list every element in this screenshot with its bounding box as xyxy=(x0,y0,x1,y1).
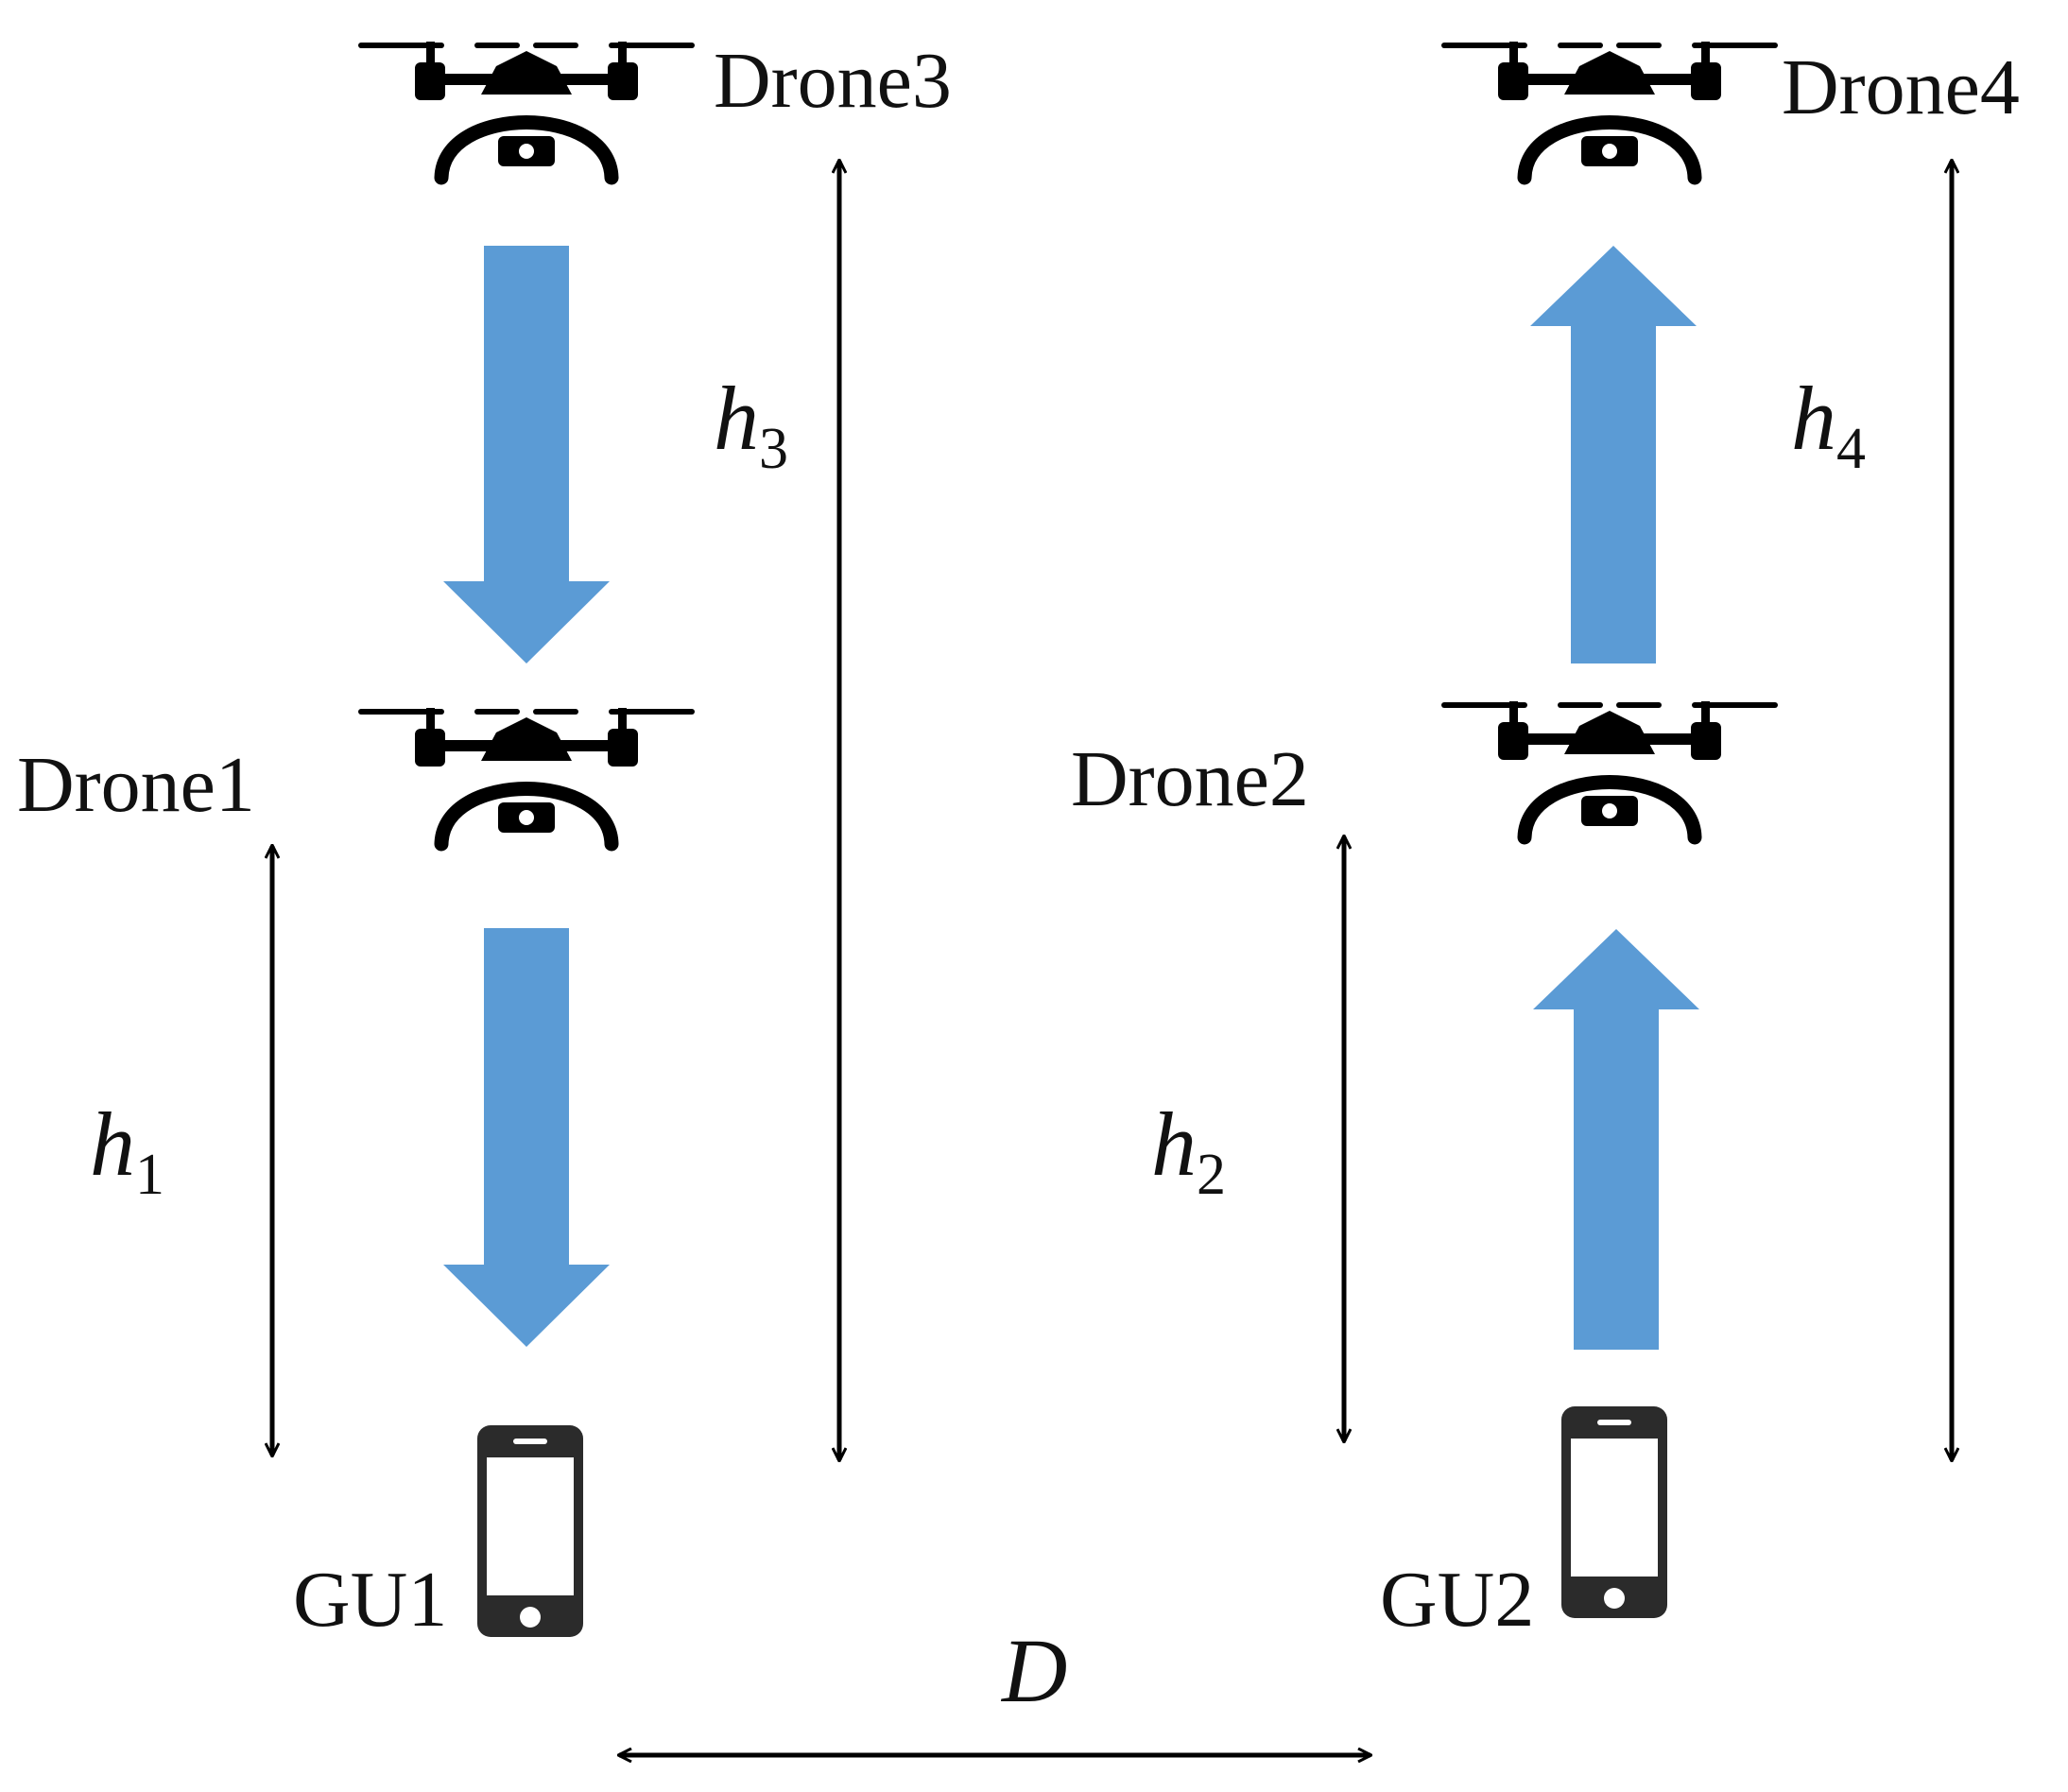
height-label-h1: h1 xyxy=(90,1094,164,1207)
height-label-h2: h2 xyxy=(1151,1094,1226,1207)
distance-label-d: D xyxy=(1000,1620,1067,1721)
flow-arrow-drone1-to-gu1 xyxy=(443,928,610,1347)
drone-icon xyxy=(1444,42,1775,178)
gu2-label: GU2 xyxy=(1380,1556,1534,1644)
drone3-label: Drone3 xyxy=(714,37,952,125)
flow-arrow-drone2-to-drone4 xyxy=(1530,246,1697,663)
flow-arrow-gu2-to-drone2 xyxy=(1533,929,1699,1350)
drone-icon xyxy=(1444,701,1775,837)
flow-arrow-drone3-to-drone1 xyxy=(443,246,610,663)
smartphone-icon xyxy=(477,1425,583,1637)
drone1-label: Drone1 xyxy=(17,741,255,829)
smartphone-icon xyxy=(1561,1406,1667,1618)
drone-icon xyxy=(361,708,692,844)
gu1-label: GU1 xyxy=(293,1556,447,1644)
height-label-h3: h3 xyxy=(714,368,788,481)
drone4-label: Drone4 xyxy=(1782,43,2020,131)
drone2-label: Drone2 xyxy=(1071,735,1309,823)
drone-icon xyxy=(361,42,692,178)
height-label-h4: h4 xyxy=(1791,368,1866,481)
